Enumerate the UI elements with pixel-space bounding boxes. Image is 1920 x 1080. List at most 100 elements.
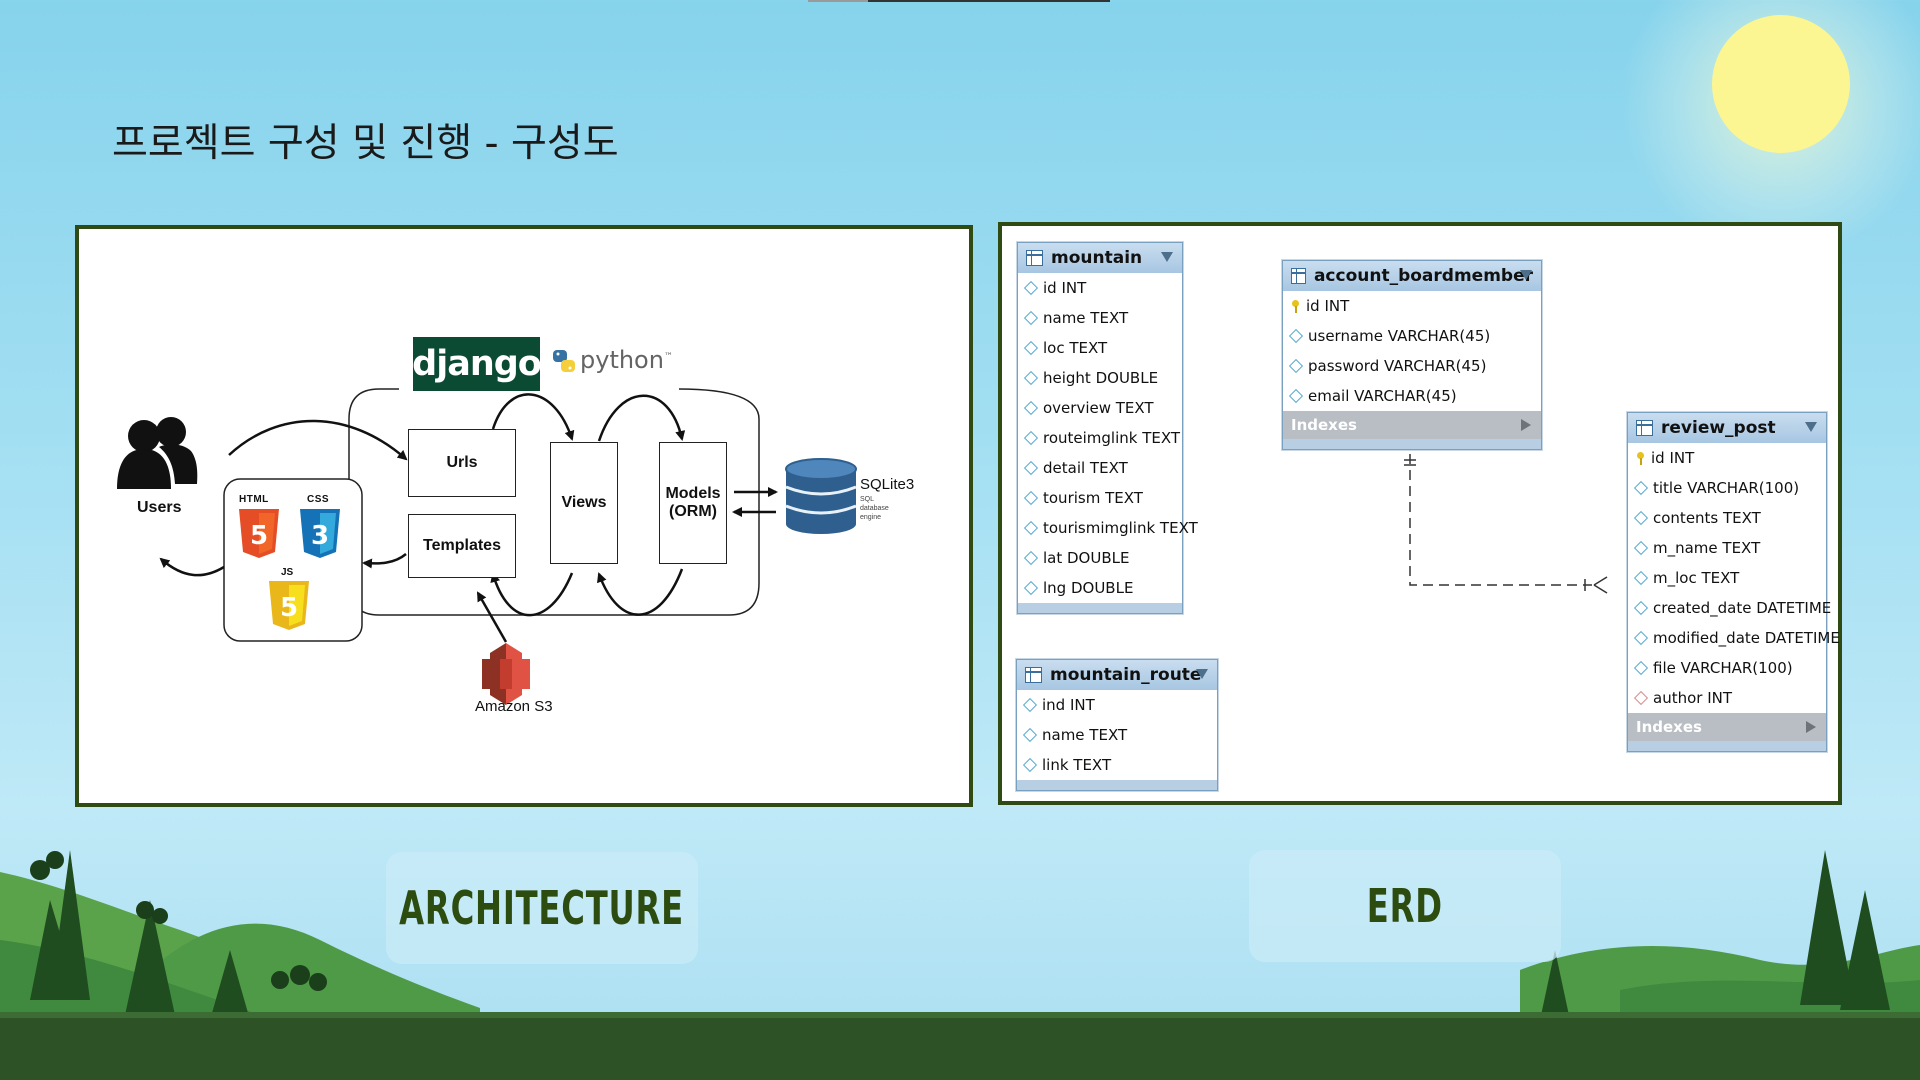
column-diamond-icon	[1633, 660, 1649, 676]
erd-table-mountain-route: mountain_route ind INT name TEXT link TE…	[1016, 659, 1218, 791]
python-wordmark: python™	[580, 346, 673, 374]
views-box: Views	[550, 442, 618, 564]
column-diamond-icon	[1022, 727, 1038, 743]
expand-arrow-icon	[1806, 721, 1816, 733]
table-footer	[1283, 439, 1541, 449]
column-row: lat DOUBLE	[1018, 543, 1182, 573]
models-label: Models	[665, 485, 721, 502]
svg-text:3: 3	[311, 521, 329, 551]
column-row: username VARCHAR(45)	[1283, 321, 1541, 351]
top-divider-line	[808, 0, 1110, 2]
html-label: HTML	[239, 494, 269, 505]
column-diamond-icon	[1288, 388, 1304, 404]
table-header: mountain_route	[1017, 660, 1217, 690]
table-icon	[1291, 268, 1306, 284]
column-row: name TEXT	[1017, 720, 1217, 750]
column-row: id INT	[1018, 273, 1182, 303]
erd-label-box: ERD	[1249, 850, 1561, 962]
relationship-line	[1409, 454, 1592, 586]
table-header: mountain	[1018, 243, 1182, 273]
svg-text:5: 5	[250, 521, 268, 551]
collapse-arrow-icon	[1805, 422, 1817, 432]
column-diamond-icon	[1633, 480, 1649, 496]
js-label: JS	[281, 567, 294, 578]
column-row: contents TEXT	[1628, 503, 1826, 533]
column-diamond-icon	[1023, 430, 1039, 446]
column-row: tourismimglink TEXT	[1018, 513, 1198, 543]
architecture-diagram: 5 3 5	[117, 388, 857, 705]
column-diamond-icon	[1023, 280, 1039, 296]
indexes-row: Indexes	[1628, 713, 1826, 741]
css-label: CSS	[307, 494, 330, 505]
column-diamond-icon	[1022, 757, 1038, 773]
urls-box: Urls	[408, 429, 516, 497]
landscape-illustration	[0, 850, 1920, 1080]
erd-table-review-post: review_post id INT title VARCHAR(100) co…	[1627, 412, 1840, 752]
column-row: overview TEXT	[1018, 393, 1182, 423]
django-container	[348, 388, 760, 616]
amazon-s3-label: Amazon S3	[475, 698, 553, 715]
column-row: name TEXT	[1018, 303, 1182, 333]
arrow-urls-views	[491, 393, 575, 441]
table-header: account_boardmember	[1283, 261, 1541, 291]
users-label: Users	[137, 499, 182, 516]
arrow-frontend-users	[159, 557, 225, 577]
column-row: link TEXT	[1017, 750, 1217, 780]
sqlite-sublabel: SQL database engine	[860, 496, 889, 521]
column-row: id INT	[1628, 443, 1826, 473]
column-row: lng DOUBLE	[1018, 573, 1182, 603]
column-diamond-icon	[1023, 340, 1039, 356]
column-row: routeimglink TEXT	[1018, 423, 1182, 453]
erd-table-mountain: mountain id INT name TEXT loc TEXT heigh…	[1017, 242, 1198, 614]
column-row: email VARCHAR(45)	[1283, 381, 1541, 411]
column-row: password VARCHAR(45)	[1283, 351, 1541, 381]
foreign-key-diamond-icon	[1633, 690, 1649, 706]
collapse-arrow-icon	[1520, 270, 1532, 280]
django-logo: django	[412, 337, 542, 391]
column-diamond-icon	[1633, 540, 1649, 556]
arrow-templates-frontend	[362, 553, 407, 569]
column-row: id INT	[1283, 291, 1541, 321]
column-diamond-icon	[1633, 630, 1649, 646]
column-diamond-icon	[1022, 697, 1038, 713]
column-row: title VARCHAR(100)	[1628, 473, 1826, 503]
expand-arrow-icon	[1521, 419, 1531, 431]
column-diamond-icon	[1023, 580, 1039, 596]
sqlite-label: SQLite3	[860, 476, 915, 493]
table-header: review_post	[1628, 413, 1826, 443]
slide-title: 프로젝트 구성 및 진행 - 구성도	[112, 121, 619, 166]
column-row: height DOUBLE	[1018, 363, 1182, 393]
column-row: detail TEXT	[1018, 453, 1182, 483]
python-logo-icon	[553, 350, 575, 372]
arrow-views-templates	[490, 572, 574, 617]
table-icon	[1026, 250, 1043, 266]
column-row: m_name TEXT	[1628, 533, 1826, 563]
table-footer	[1628, 741, 1826, 751]
amazon-s3-icon	[482, 643, 530, 705]
column-diamond-icon	[1023, 460, 1039, 476]
table-footer	[1017, 780, 1217, 790]
sun-icon	[1712, 15, 1850, 153]
column-diamond-icon	[1023, 490, 1039, 506]
column-diamond-icon	[1633, 600, 1649, 616]
collapse-arrow-icon	[1196, 669, 1208, 679]
table-footer	[1018, 603, 1182, 613]
column-diamond-icon	[1633, 510, 1649, 526]
models-box: Models (ORM)	[659, 442, 727, 564]
users-icon	[117, 417, 198, 489]
arrow-views-models	[597, 394, 686, 442]
column-diamond-icon	[1023, 370, 1039, 386]
table-icon	[1025, 667, 1042, 683]
table-icon	[1636, 420, 1653, 436]
js-icon: 5	[269, 581, 309, 630]
column-row: ind INT	[1017, 690, 1217, 720]
column-diamond-icon	[1288, 358, 1304, 374]
templates-box: Templates	[408, 514, 516, 578]
architecture-label: ARCHITECTURE	[399, 881, 685, 935]
column-row: loc TEXT	[1018, 333, 1182, 363]
html5-icon: 5	[239, 509, 279, 558]
arrow-s3-templates	[476, 591, 508, 643]
erd-label: ERD	[1366, 879, 1444, 933]
arrow-users-urls	[228, 419, 408, 461]
architecture-panel: 5 3 5 django	[75, 225, 973, 807]
